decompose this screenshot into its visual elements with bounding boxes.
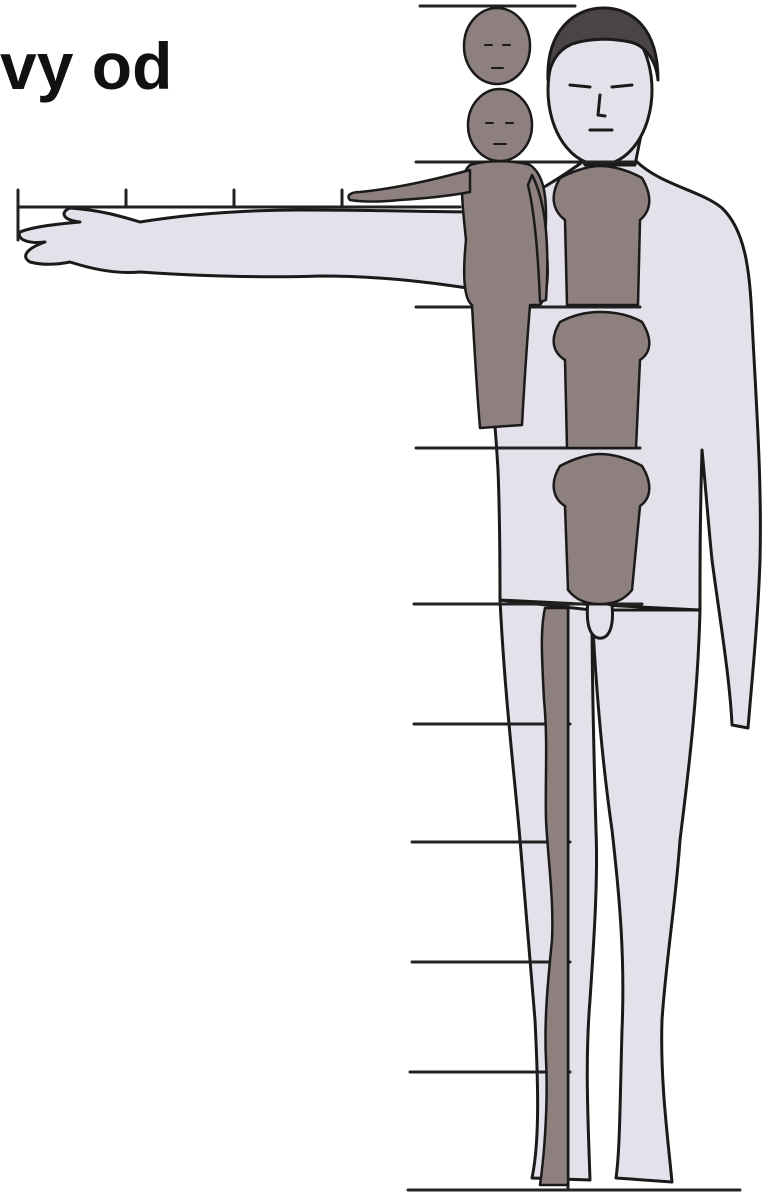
adult-right-leg	[592, 610, 700, 1182]
infant-torso-1	[554, 166, 650, 305]
adult-genitals	[587, 600, 612, 638]
infant-head	[468, 89, 532, 161]
adult-figure	[19, 8, 760, 1182]
infant-torso-2	[554, 312, 650, 448]
infant-arm	[348, 170, 470, 202]
infant-torso-stack	[554, 166, 650, 604]
infant-head-top	[464, 8, 530, 84]
adult-extended-arm	[19, 208, 480, 290]
